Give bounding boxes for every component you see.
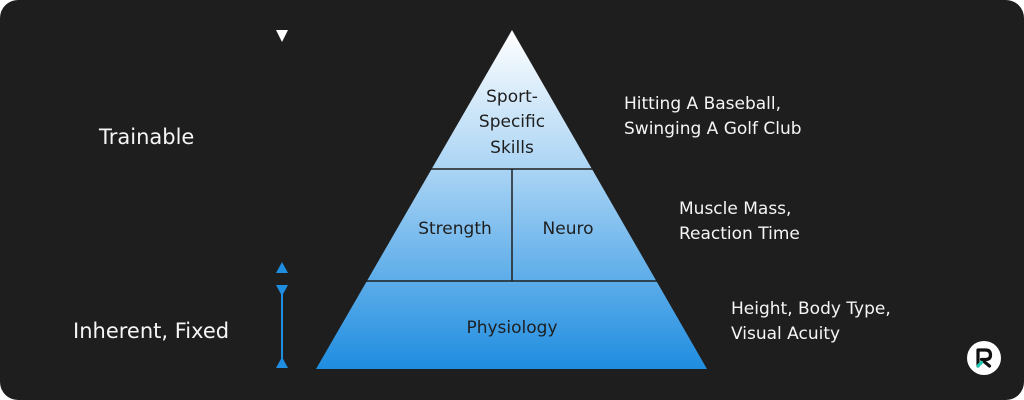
example-top: Hitting A Baseball, Swinging A Golf Club	[624, 92, 802, 142]
example-middle: Muscle Mass, Reaction Time	[679, 197, 800, 247]
trainable-arrow-bottom-head	[276, 262, 288, 273]
example-top-line-2: Swinging A Golf Club	[624, 119, 802, 139]
trainable-label: Trainable	[99, 125, 195, 149]
example-top-line-1: Hitting A Baseball,	[624, 94, 782, 114]
example-middle-line-1: Muscle Mass,	[679, 199, 792, 219]
tier-middle-right: Neuro	[543, 219, 594, 239]
tier-base: Physiology	[466, 318, 557, 338]
trainable-arrow-top-head	[276, 30, 288, 42]
inherent-arrow-bottom-head	[276, 357, 288, 368]
tier-middle-left: Strength	[418, 219, 492, 239]
inherent-fixed-label: Inherent, Fixed	[73, 319, 230, 343]
tier-top-line-2: Specific	[479, 112, 545, 132]
tier-top-line-3: Skills	[490, 138, 534, 158]
r-logo-icon	[967, 341, 1001, 375]
tier-top-line-1: Sport-	[486, 87, 538, 107]
example-base-line-1: Height, Body Type,	[731, 299, 891, 319]
example-base: Height, Body Type, Visual Acuity	[731, 297, 891, 347]
example-middle-line-2: Reaction Time	[679, 224, 800, 244]
r-logo-glyph	[976, 348, 993, 368]
example-base-line-2: Visual Acuity	[731, 324, 841, 344]
inherent-arrow-top-head	[276, 285, 288, 296]
